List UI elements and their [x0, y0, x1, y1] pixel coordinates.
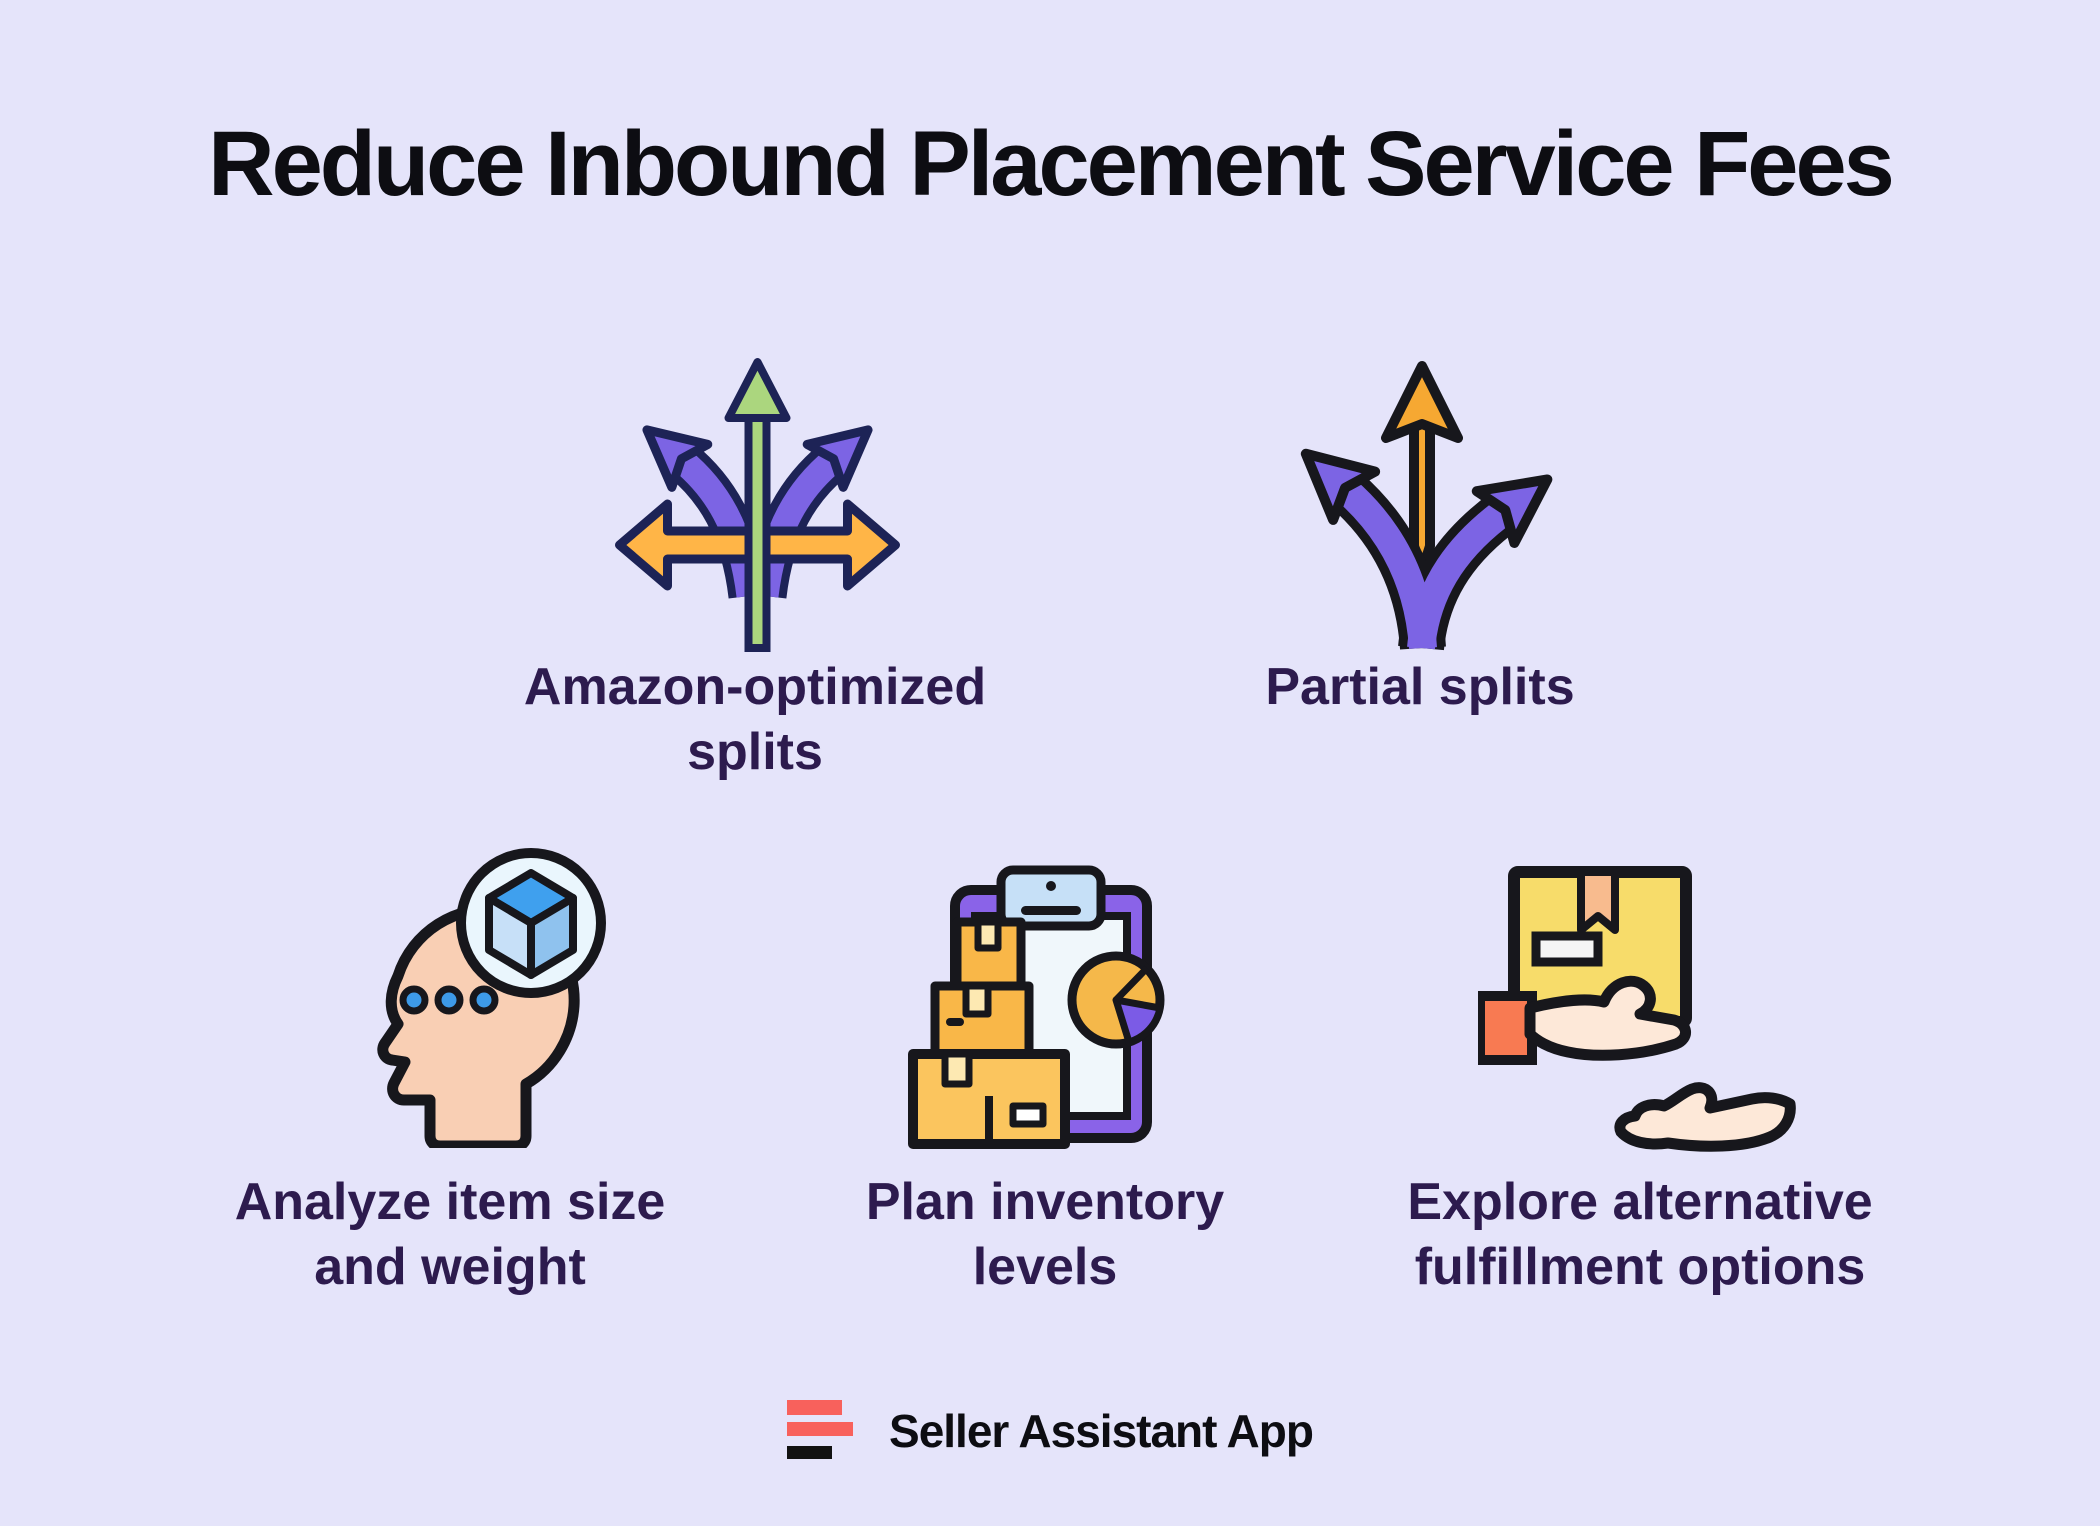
item-partial-splits — [1272, 356, 1572, 656]
footer-brand: Seller Assistant App — [0, 1398, 2100, 1464]
item-label-explore-alternative-fulfillment: Explore alternative fulfillment options — [1407, 1173, 1873, 1296]
clipboard-inventory-icon — [908, 865, 1165, 1149]
item-amazon-optimized-splits — [605, 356, 910, 656]
item-label-analyze-item-size: Analyze item size and weight — [234, 1173, 666, 1296]
item-label-partial-splits: Partial splits — [1265, 658, 1575, 716]
page-title: Reduce Inbound Placement Service Fees — [208, 113, 1895, 215]
item-explore-alternative-fulfillment — [1478, 858, 1808, 1158]
multi-direction-arrows-icon — [615, 358, 900, 652]
item-label-amazon-optimized-splits: Amazon-optimized splits — [523, 658, 987, 781]
item-label-plan-inventory-levels: Plan inventory levels — [865, 1173, 1225, 1296]
three-way-split-arrows-icon — [1300, 361, 1553, 651]
three-bars-logo-icon — [787, 1400, 854, 1459]
item-analyze-item-size — [338, 848, 608, 1148]
item-plan-inventory-levels — [893, 858, 1193, 1158]
head-with-cube-icon — [377, 848, 606, 1148]
brand-name: Seller Assistant App — [889, 1405, 1314, 1457]
hand-delivering-box-icon — [1478, 866, 1796, 1152]
